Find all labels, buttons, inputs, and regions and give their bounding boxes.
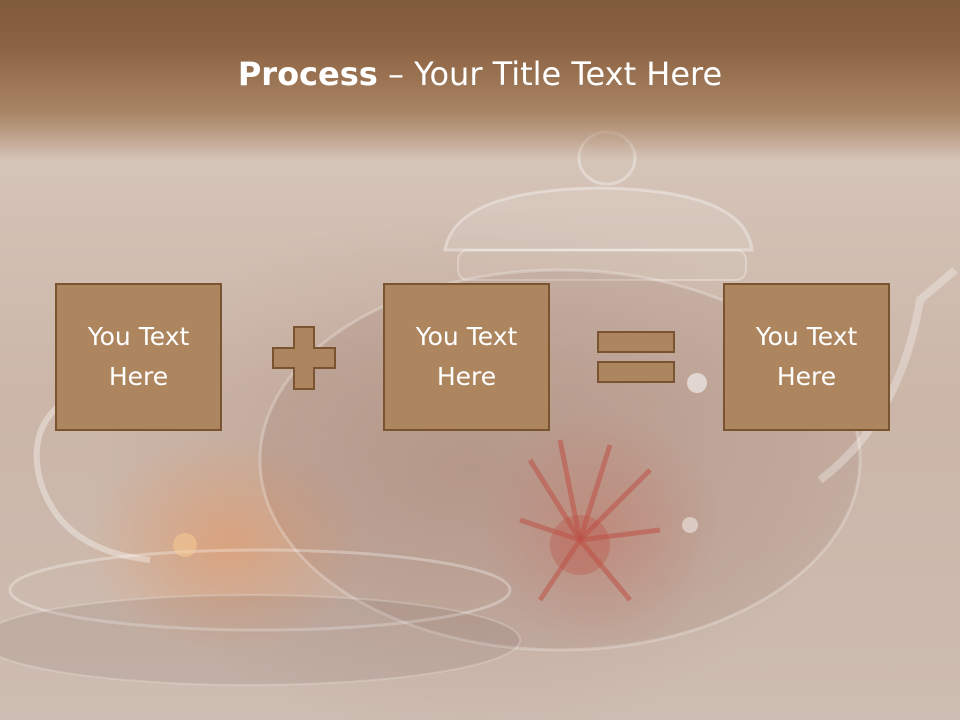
title-band xyxy=(0,0,960,160)
process-box-2-line2: Here xyxy=(436,362,497,391)
process-box-2-text: You Text Here xyxy=(402,317,532,397)
slide-title: Process – Your Title Text Here xyxy=(0,50,960,98)
process-box-1-line1: You Text xyxy=(87,322,190,351)
process-box-1-text: You Text Here xyxy=(74,317,204,397)
process-box-3-text: You Text Here xyxy=(742,317,872,397)
plus-icon xyxy=(272,326,336,390)
title-rest-text: Your Title Text Here xyxy=(414,55,723,93)
process-box-2[interactable]: You Text Here xyxy=(383,283,550,431)
title-separator: – xyxy=(377,55,415,93)
equals-icon xyxy=(597,331,675,383)
title-bold-text: Process xyxy=(237,55,378,93)
process-box-1-line2: Here xyxy=(108,362,169,391)
process-box-2-line1: You Text xyxy=(415,322,518,351)
process-box-3-line2: Here xyxy=(776,362,837,391)
process-box-1[interactable]: You Text Here xyxy=(55,283,222,431)
process-box-3[interactable]: You Text Here xyxy=(723,283,890,431)
process-box-3-line1: You Text xyxy=(755,322,858,351)
